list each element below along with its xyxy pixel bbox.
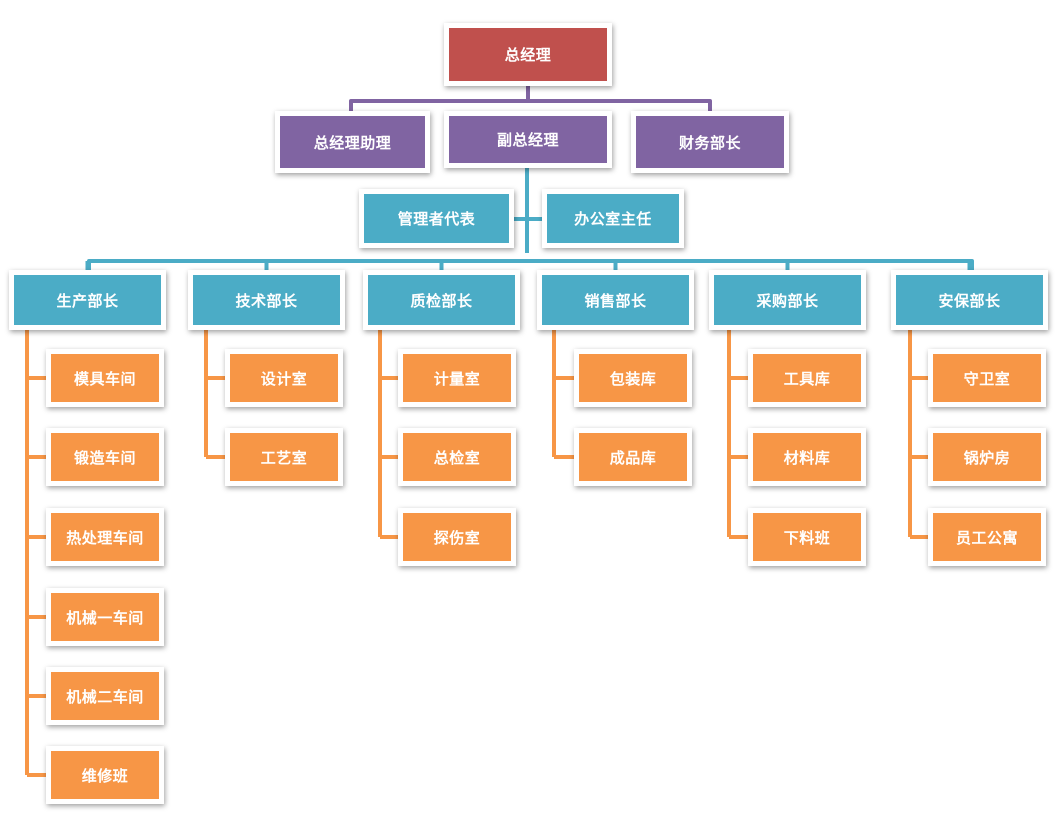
node-unit: 守卫室	[928, 349, 1046, 407]
node-label: 机械二车间	[66, 687, 144, 706]
node-department: 质检部长	[363, 270, 520, 330]
node-label: 生产部长	[56, 291, 119, 310]
node-label: 维修班	[81, 766, 129, 785]
node-department: 生产部长	[9, 270, 166, 330]
node-office-director: 办公室主任	[542, 189, 684, 248]
node-unit: 探伤室	[398, 508, 516, 566]
connector-dept-bar	[87, 259, 974, 270]
node-label: 管理者代表	[397, 210, 476, 228]
node-label: 技术部长	[235, 291, 298, 310]
node-department: 安保部长	[891, 270, 1048, 330]
node-unit: 机械二车间	[46, 667, 164, 725]
connector-level1-bar	[349, 99, 712, 111]
node-unit: 机械一车间	[46, 588, 164, 646]
node-label: 安保部长	[938, 291, 1001, 310]
node-unit: 工具库	[748, 349, 866, 407]
node-label: 成品库	[609, 448, 657, 467]
node-department: 技术部长	[188, 270, 345, 330]
node-unit: 员工公寓	[928, 508, 1046, 566]
node-label: 材料库	[783, 448, 831, 467]
node-unit: 模具车间	[46, 349, 164, 407]
node-label: 锻造车间	[73, 448, 136, 467]
node-unit: 热处理车间	[46, 508, 164, 566]
node-finance-head: 财务部长	[631, 111, 789, 173]
node-department: 销售部长	[537, 270, 694, 330]
node-management-rep: 管理者代表	[359, 189, 514, 248]
node-label: 设计室	[260, 369, 308, 388]
node-label: 热处理车间	[66, 528, 144, 547]
node-label: 工艺室	[260, 448, 308, 467]
node-label: 财务部长	[678, 133, 741, 152]
node-label: 模具车间	[73, 369, 136, 388]
node-label: 工具库	[783, 369, 831, 388]
node-unit: 成品库	[574, 428, 692, 486]
node-label: 锅炉房	[963, 448, 1011, 467]
node-deputy-gm: 副总经理	[444, 111, 612, 168]
node-label: 下料班	[783, 528, 831, 547]
node-label: 采购部长	[756, 291, 819, 310]
node-department: 采购部长	[709, 270, 866, 330]
node-unit: 下料班	[748, 508, 866, 566]
node-unit: 包装库	[574, 349, 692, 407]
node-label: 办公室主任	[574, 210, 652, 228]
node-unit: 材料库	[748, 428, 866, 486]
node-label: 包装库	[609, 369, 657, 388]
node-unit: 锅炉房	[928, 428, 1046, 486]
node-unit: 维修班	[46, 746, 164, 804]
node-unit: 计量室	[398, 349, 516, 407]
node-general-manager: 总经理	[444, 23, 612, 86]
node-gm-assistant: 总经理助理	[275, 111, 430, 173]
node-unit: 锻造车间	[46, 428, 164, 486]
node-label: 探伤室	[433, 528, 481, 547]
node-label: 总经理	[504, 46, 552, 64]
node-unit: 设计室	[225, 349, 343, 407]
node-label: 总检室	[433, 448, 481, 467]
node-label: 质检部长	[410, 291, 473, 310]
node-unit: 总检室	[398, 428, 516, 486]
node-label: 总经理助理	[313, 133, 392, 152]
node-unit: 工艺室	[225, 428, 343, 486]
node-label: 计量室	[433, 369, 481, 388]
node-label: 守卫室	[963, 369, 1011, 388]
node-label: 员工公寓	[955, 528, 1018, 547]
node-label: 机械一车间	[66, 608, 144, 627]
node-label: 副总经理	[496, 131, 559, 149]
node-label: 销售部长	[584, 291, 647, 310]
